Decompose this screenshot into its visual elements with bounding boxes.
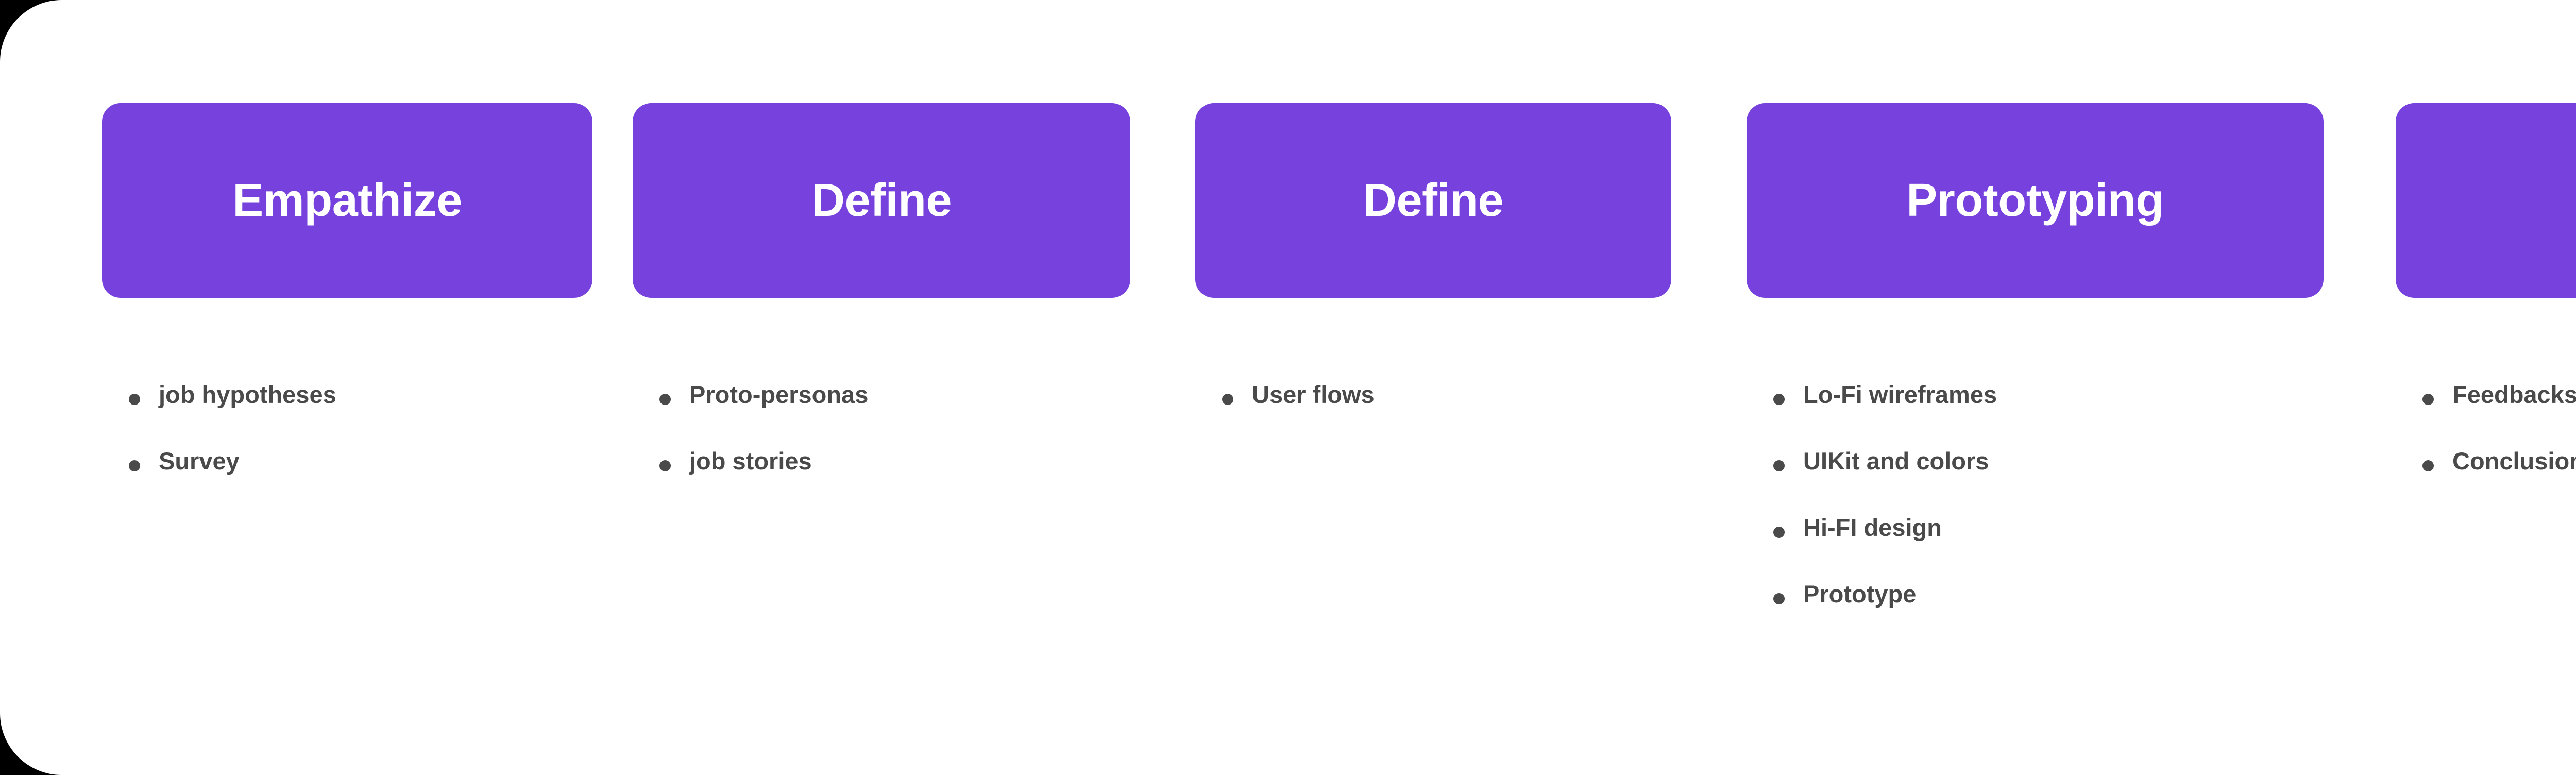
phase-deliverables-list: Proto-personas job stories [659, 382, 868, 515]
list-item: UIKit and colors [1773, 449, 1997, 515]
bullet-dot-icon [659, 460, 671, 471]
list-item: Prototype [1773, 582, 1997, 648]
list-item: User flows [1222, 382, 1375, 449]
phase-title: Define [1363, 175, 1504, 226]
phase-title: Prototyping [1906, 175, 2164, 226]
list-item: Feedbacks [2422, 382, 2576, 449]
list-item: Hi-FI design [1773, 515, 1997, 582]
bullet-dot-icon [1773, 460, 1785, 471]
bullet-dot-icon [2422, 394, 2434, 405]
bullet-dot-icon [2422, 460, 2434, 471]
list-item-label: User flows [1252, 381, 1375, 408]
phase-title: Empathize [232, 175, 462, 226]
list-item-label: job stories [689, 447, 812, 475]
bullet-dot-icon [1773, 593, 1785, 604]
list-item-label: Hi-FI design [1803, 514, 1942, 541]
bullet-dot-icon [129, 394, 140, 405]
bullet-dot-icon [1773, 394, 1785, 405]
list-item: job stories [659, 449, 868, 515]
list-item-label: UIKit and colors [1803, 447, 1989, 475]
phase-card-define-3[interactable]: Define [1195, 103, 1671, 298]
list-item: Lo-Fi wireframes [1773, 382, 1997, 449]
list-item: Survey [129, 449, 336, 515]
list-item: Conclusion [2422, 449, 2576, 515]
phase-card-define-2[interactable]: Define [633, 103, 1130, 298]
list-item: job hypotheses [129, 382, 336, 449]
list-item: Proto-personas [659, 382, 868, 449]
bullet-dot-icon [129, 460, 140, 471]
list-item-label: Survey [159, 447, 240, 475]
phase-column-test-5: TestFeedbacksConclusion [2396, 0, 2576, 775]
list-item-label: Conclusion [2452, 447, 2576, 475]
list-item-label: Lo-Fi wireframes [1803, 381, 1997, 408]
phase-card-test-5[interactable]: Test [2396, 103, 2576, 298]
bullet-dot-icon [1222, 394, 1233, 405]
phase-deliverables-list: User flows [1222, 382, 1375, 449]
list-item-label: job hypotheses [159, 381, 336, 408]
bullet-dot-icon [1773, 527, 1785, 538]
phase-card-empathize-1[interactable]: Empathize [102, 103, 592, 298]
list-item-label: Proto-personas [689, 381, 869, 408]
list-item-label: Feedbacks [2452, 381, 2576, 408]
phase-title: Define [811, 175, 952, 226]
bullet-dot-icon [659, 394, 671, 405]
phase-card-prototyping-4[interactable]: Prototyping [1747, 103, 2324, 298]
list-item-label: Prototype [1803, 580, 1917, 608]
